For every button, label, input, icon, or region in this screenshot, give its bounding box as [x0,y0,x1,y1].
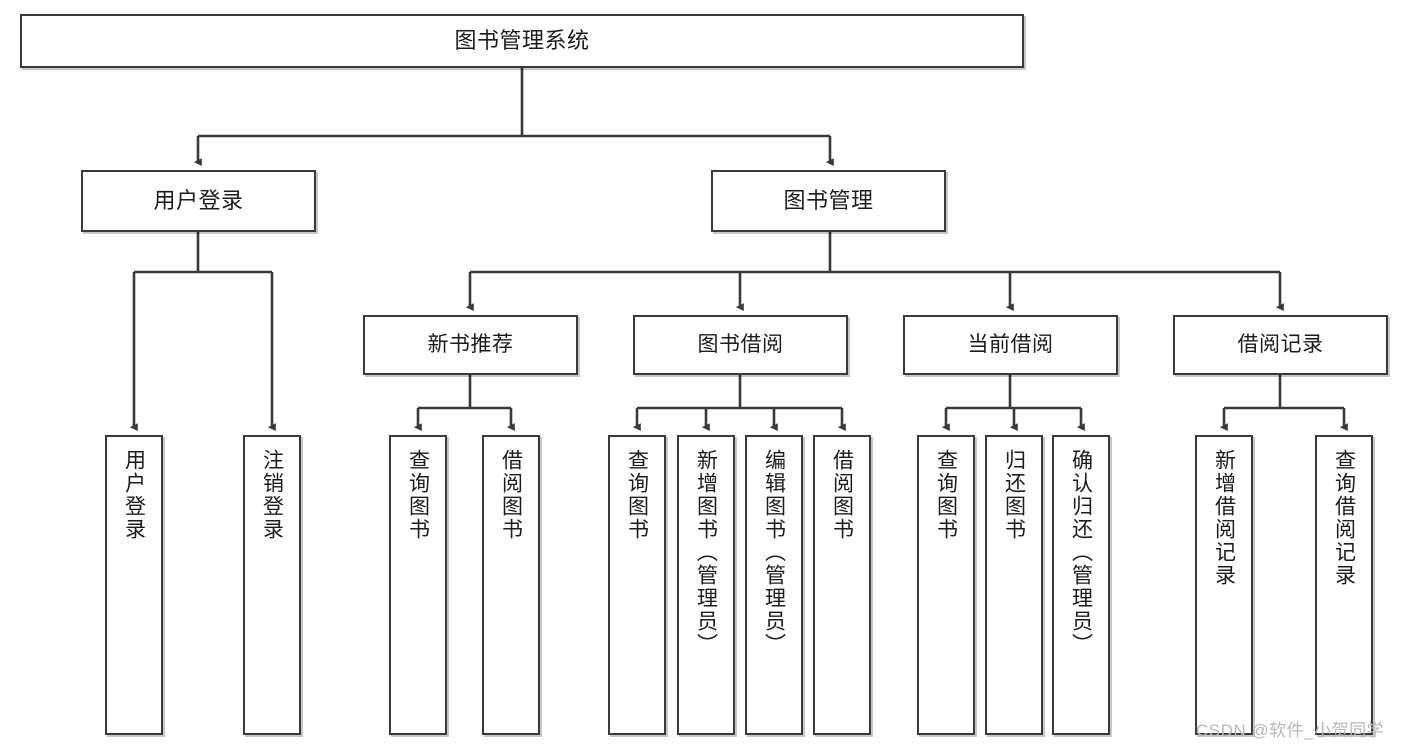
node-leaf-user-logout[interactable]: 注销登录 [243,435,301,735]
node-new-book-rec-label: 新书推荐 [427,332,514,356]
node-leaf-rec-borrow[interactable]: 借阅图书 [482,435,540,735]
node-leaf-borrow-add-label: 新增图书（管理员） [694,449,718,656]
node-leaf-cur-confirm[interactable]: 确认归还（管理员） [1052,435,1110,735]
node-borrow-record[interactable]: 借阅记录 [1173,315,1388,375]
node-leaf-rec-borrow-label: 借阅图书 [499,449,523,541]
node-leaf-borrow-lend[interactable]: 借阅图书 [813,435,871,735]
node-leaf-cur-query-label: 查询图书 [934,449,958,541]
node-borrow-record-label: 借阅记录 [1237,332,1324,356]
node-root[interactable]: 图书管理系统 [20,14,1024,68]
node-book-borrow-label: 图书借阅 [697,332,784,356]
node-leaf-borrow-query-label: 查询图书 [625,449,649,541]
node-leaf-borrow-query[interactable]: 查询图书 [608,435,666,735]
node-current-borrow-label: 当前借阅 [967,332,1054,356]
node-leaf-cur-query[interactable]: 查询图书 [917,435,975,735]
node-user-login-label: 用户登录 [153,188,244,214]
node-leaf-cur-return-label: 归还图书 [1002,449,1026,541]
node-leaf-borrow-add[interactable]: 新增图书（管理员） [677,435,735,735]
node-leaf-borrow-edit[interactable]: 编辑图书（管理员） [745,435,803,735]
node-leaf-rec-query2[interactable]: 查询借阅记录 [1315,435,1373,735]
node-leaf-rec-query2-label: 查询借阅记录 [1332,449,1356,587]
node-book-manage-label: 图书管理 [783,188,874,214]
node-root-label: 图书管理系统 [454,28,590,54]
node-leaf-cur-return[interactable]: 归还图书 [985,435,1043,735]
node-leaf-rec-add[interactable]: 新增借阅记录 [1195,435,1253,735]
node-book-borrow[interactable]: 图书借阅 [633,315,848,375]
node-leaf-user-logout-label: 注销登录 [260,449,284,541]
node-leaf-user-login[interactable]: 用户登录 [105,435,163,735]
node-leaf-rec-query[interactable]: 查询图书 [389,435,447,735]
node-user-login[interactable]: 用户登录 [81,170,316,232]
node-new-book-rec[interactable]: 新书推荐 [363,315,578,375]
node-leaf-borrow-edit-label: 编辑图书（管理员） [762,449,786,656]
node-book-manage[interactable]: 图书管理 [711,170,946,232]
node-leaf-borrow-lend-label: 借阅图书 [830,449,854,541]
watermark: CSDN @软件_小贺同学 [1196,721,1385,740]
node-current-borrow[interactable]: 当前借阅 [903,315,1118,375]
node-leaf-user-login-label: 用户登录 [122,449,146,541]
node-leaf-rec-add-label: 新增借阅记录 [1212,449,1236,587]
node-leaf-cur-confirm-label: 确认归还（管理员） [1069,449,1093,656]
node-leaf-rec-query-label: 查询图书 [406,449,430,541]
